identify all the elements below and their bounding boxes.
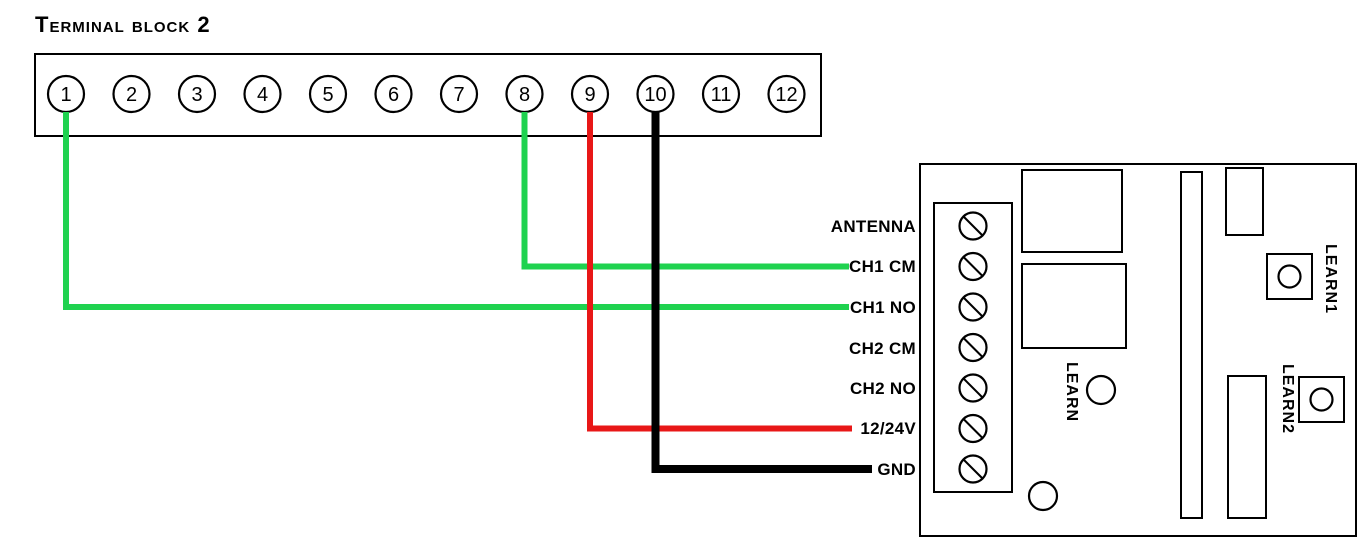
screw-slot: [962, 337, 984, 358]
screw-slot: [962, 377, 984, 399]
terminal-circle-7: [439, 74, 479, 114]
terminal-circle-4: [243, 74, 282, 114]
learn2-label: LEARN2: [1279, 364, 1296, 434]
mounting-hole: [1027, 480, 1059, 512]
pin-label-ch2-cm: CH2 CM: [849, 339, 916, 358]
terminal-number-6: 6: [388, 84, 399, 106]
pin-labels: ANTENNA CH1 CM CH1 NO CH2 CM CH2 NO 12/2…: [831, 217, 916, 479]
pin-header: [1180, 171, 1203, 519]
terminal-number-7: 7: [453, 84, 464, 106]
terminal-block-outline: [34, 53, 822, 137]
relay-1: [1021, 169, 1123, 253]
pin-label-gnd: GND: [877, 460, 916, 479]
terminal-circle-12: [767, 74, 806, 114]
terminal-number-2: 2: [126, 84, 137, 106]
pin-label-antenna: ANTENNA: [831, 217, 916, 236]
screw-slot: [962, 458, 984, 480]
terminal-number-12: 12: [775, 84, 797, 106]
terminal-number-10: 10: [644, 84, 666, 106]
screw-slot: [962, 215, 984, 237]
diagram-title: Terminal block 2: [35, 12, 211, 37]
terminal-number-11: 11: [711, 84, 732, 106]
learn-label: LEARN: [1063, 362, 1080, 422]
learn1-label: LEARN1: [1322, 244, 1339, 314]
wire-gnd: [651, 112, 872, 473]
relay-2: [1021, 263, 1127, 349]
component-box-top: [1225, 167, 1264, 236]
pin-label-ch1-cm: CH1 CM: [849, 257, 916, 276]
terminal-circle-6: [374, 74, 413, 114]
wire-ch1-no: [63, 112, 849, 310]
terminal-number-4: 4: [257, 84, 268, 106]
terminal-circle-2: [112, 74, 151, 114]
pin-label-12-24v: 12/24V: [860, 419, 916, 438]
wire-ch1-cm: [521, 112, 849, 270]
pin-label-ch1-no: CH1 NO: [850, 298, 916, 317]
component-box-bottom: [1227, 375, 1267, 519]
terminal-row: 1 2 3 4 5 6 7 8 9 10 11 12: [46, 74, 806, 114]
screw-terminals: [958, 211, 988, 484]
screw-slot: [962, 256, 984, 277]
terminal-number-5: 5: [322, 84, 333, 106]
terminal-circle-5: [308, 74, 348, 114]
learn1-button-circle: [1277, 264, 1302, 289]
learn-button: [1085, 374, 1117, 406]
learn2-button-circle: [1309, 387, 1334, 412]
screw-slot: [962, 296, 984, 318]
terminal-circle-11: [701, 74, 741, 114]
screw-slot: [962, 418, 984, 439]
terminal-number-3: 3: [191, 84, 202, 106]
wire-12-24v: [587, 112, 852, 432]
terminal-number-8: 8: [519, 84, 530, 106]
terminal-number-9: 9: [584, 84, 595, 106]
pin-label-ch2-no: CH2 NO: [850, 379, 916, 398]
terminal-number-1: 1: [60, 84, 71, 106]
terminal-circle-3: [177, 74, 217, 114]
